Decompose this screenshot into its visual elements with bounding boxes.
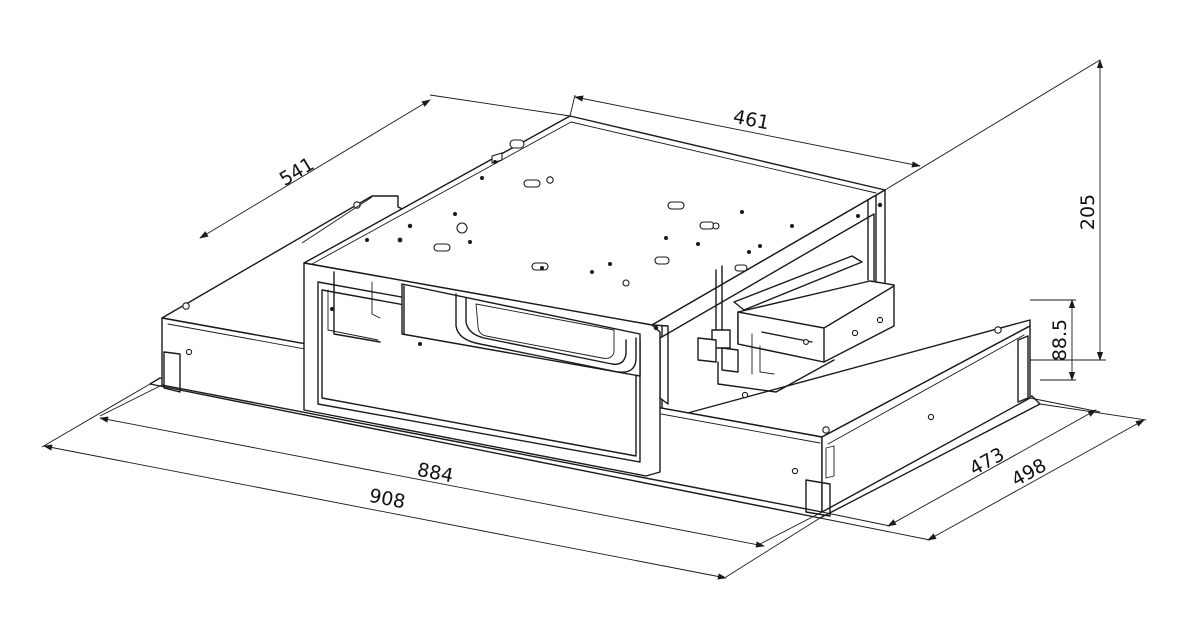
dim-line-461 (574, 95, 921, 168)
dim-line-498 (927, 419, 1145, 541)
dim-label-205: 205 (1077, 194, 1099, 230)
control-box (697, 255, 895, 393)
dim-label-88-5: 88.5 (1049, 319, 1071, 361)
dim-line-908 (43, 444, 727, 580)
dim-label-884: 884 (415, 459, 455, 488)
dim-label-498: 498 (1008, 454, 1050, 491)
dim-line-541 (199, 99, 431, 239)
dim-label-473: 473 (966, 443, 1008, 480)
dim-label-541: 541 (276, 153, 318, 191)
dimension-lines (41, 59, 1147, 580)
dim-label-461: 461 (731, 106, 771, 135)
dim-label-908: 908 (367, 485, 407, 514)
